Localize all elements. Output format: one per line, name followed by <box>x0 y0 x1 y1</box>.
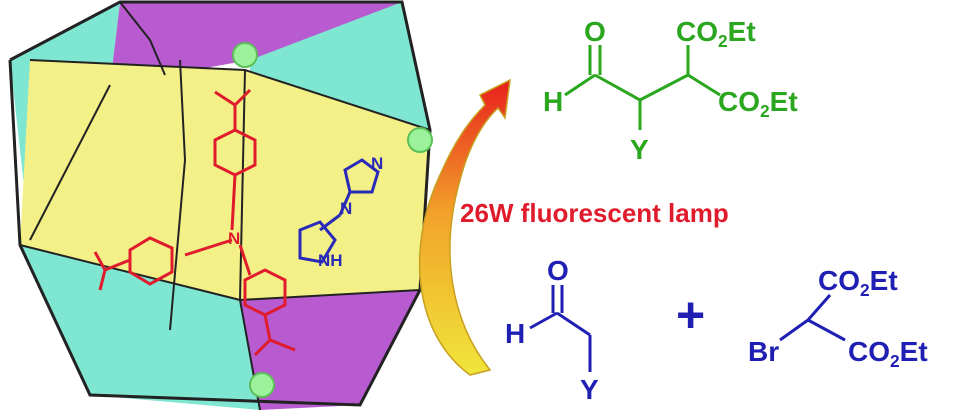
plus-sign: + <box>676 287 706 343</box>
cage-yellow-face-right <box>240 70 430 300</box>
reactant-aldehyde-h: H <box>505 318 526 349</box>
reaction-condition: 26W fluorescent lamp <box>460 198 729 228</box>
linker-center-n: N <box>228 229 241 248</box>
catalyst-imidazole-n: N <box>371 154 384 173</box>
reactant-aldehyde-o: O <box>547 255 569 286</box>
cage-edge <box>169 59 187 331</box>
cage-bottom-pink-face <box>240 290 420 410</box>
reactant-malonate-ester-2: CO2Et <box>848 336 928 371</box>
cage-bottom-cyan-face <box>20 245 260 410</box>
product-ester-2: CO2Et <box>718 86 798 121</box>
linker-structure <box>93 88 296 357</box>
cage-edge <box>119 1 166 76</box>
catalyst-imidazole-n2: N <box>340 199 353 218</box>
cage-edge <box>19 244 261 411</box>
catalyst-structure <box>298 158 380 264</box>
product-aldehyde-o: O <box>584 16 606 47</box>
curved-arrow-icon <box>418 78 511 376</box>
reactant-aldehyde-structure <box>529 285 592 372</box>
product-substituent: Y <box>630 134 649 165</box>
product-structure <box>564 45 721 130</box>
reactant-malonate-ester-1: CO2Et <box>818 265 898 300</box>
reactant-aldehyde-substituent: Y <box>580 374 599 405</box>
cage-yellow-face-left <box>20 60 245 300</box>
catalyst-nh: NH <box>318 251 343 270</box>
mof-cage-icon <box>8 0 432 411</box>
product-ester-1: CO2Et <box>676 16 756 51</box>
product-aldehyde-h: H <box>543 86 564 117</box>
reactant-malonate-structure <box>779 294 846 342</box>
reactant-malonate-br: Br <box>748 336 780 367</box>
cage-edge <box>29 84 111 241</box>
metal-node-icon <box>232 42 433 398</box>
